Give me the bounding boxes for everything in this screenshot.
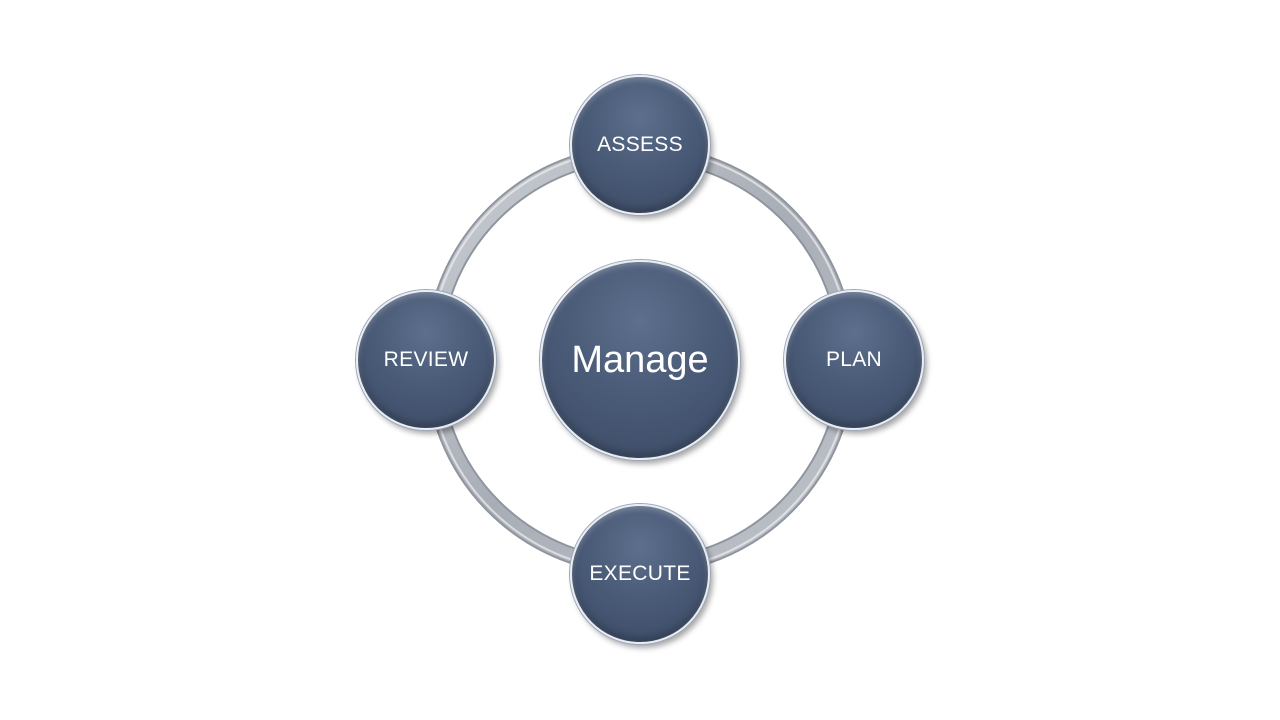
review-node: REVIEW bbox=[356, 290, 496, 430]
plan-node: PLAN bbox=[784, 290, 924, 430]
manage-center-node: Manage bbox=[540, 260, 740, 460]
manage-label: Manage bbox=[571, 338, 709, 381]
review-label: REVIEW bbox=[383, 348, 469, 371]
execute-label: EXECUTE bbox=[589, 562, 691, 585]
assess-node: ASSESS bbox=[570, 75, 710, 215]
plan-label: PLAN bbox=[825, 348, 883, 371]
assess-label: ASSESS bbox=[597, 133, 683, 156]
execute-node: EXECUTE bbox=[570, 504, 710, 644]
